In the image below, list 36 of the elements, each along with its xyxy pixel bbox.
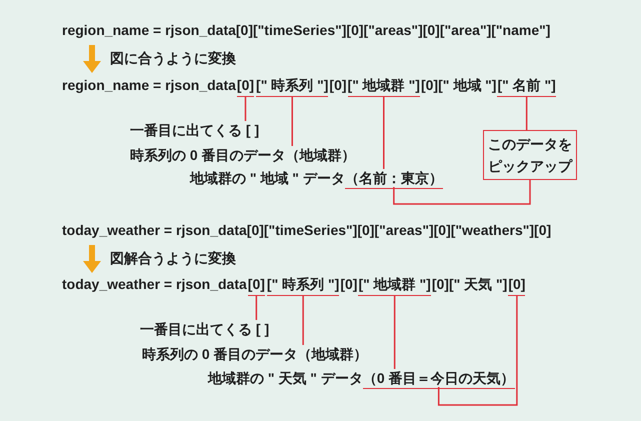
code-line: region_name = rjson_data[0]["timeSeries"][0]["areas"][0]["area"]["name"] xyxy=(62,21,550,39)
code-line: today_weather = rjson_data[0]["timeSeries"][0]["areas"][0]["weathers"][0] xyxy=(62,221,552,239)
conversion-note: 図解合うように変換 xyxy=(110,249,236,267)
annotation-text: 一番目に出てくる [ ] xyxy=(130,121,260,139)
leader-line xyxy=(438,296,518,406)
conversion-note: 図に合うように変換 xyxy=(110,49,236,67)
callout-box: このデータをピックアップ xyxy=(483,130,577,180)
code-segment: [0] xyxy=(508,275,526,296)
leader-line xyxy=(526,97,528,130)
leader-line xyxy=(394,296,396,369)
code-segment: [0] xyxy=(236,76,254,97)
annotation-text: 時系列の 0 番目のデータ（地域群） xyxy=(130,146,356,164)
leader-line xyxy=(393,180,531,205)
code-text: [" 地域 "] xyxy=(438,76,496,94)
annotation-text: 地域群の " 地域 " データ（名前：東京） xyxy=(190,169,443,187)
leader-line xyxy=(291,97,293,146)
leader-line xyxy=(244,97,246,121)
code-segment: [0] xyxy=(248,275,265,296)
code-segment: [" 時系列 "] xyxy=(266,275,340,296)
code-segment: [" 名前 "] xyxy=(497,76,556,97)
code-text: [0] xyxy=(432,275,449,293)
code-text: today_weather = rjson_data xyxy=(62,275,247,293)
code-text: [0] xyxy=(329,76,347,94)
leader-line xyxy=(256,296,258,320)
code-text: [0] xyxy=(340,275,358,293)
annotation-text: 時系列の 0 番目のデータ（地域群） xyxy=(142,345,368,363)
leader-line xyxy=(383,97,384,169)
code-text: [" 天気 "] xyxy=(448,275,508,293)
leader-line xyxy=(302,296,304,345)
annotation-text: 一番目に出てくる [ ] xyxy=(140,320,270,338)
code-text: [0] xyxy=(420,76,438,94)
code-text: region_name = rjson_data xyxy=(62,76,236,94)
code-segment: [" 地域群 "] xyxy=(348,76,420,97)
annotation-text: 地域群の " 天気 " データ（0 番目＝今日の天気） xyxy=(208,369,515,387)
code-segment: [" 時系列 "] xyxy=(256,76,328,97)
code-segment: [" 地域群 "] xyxy=(358,275,431,296)
